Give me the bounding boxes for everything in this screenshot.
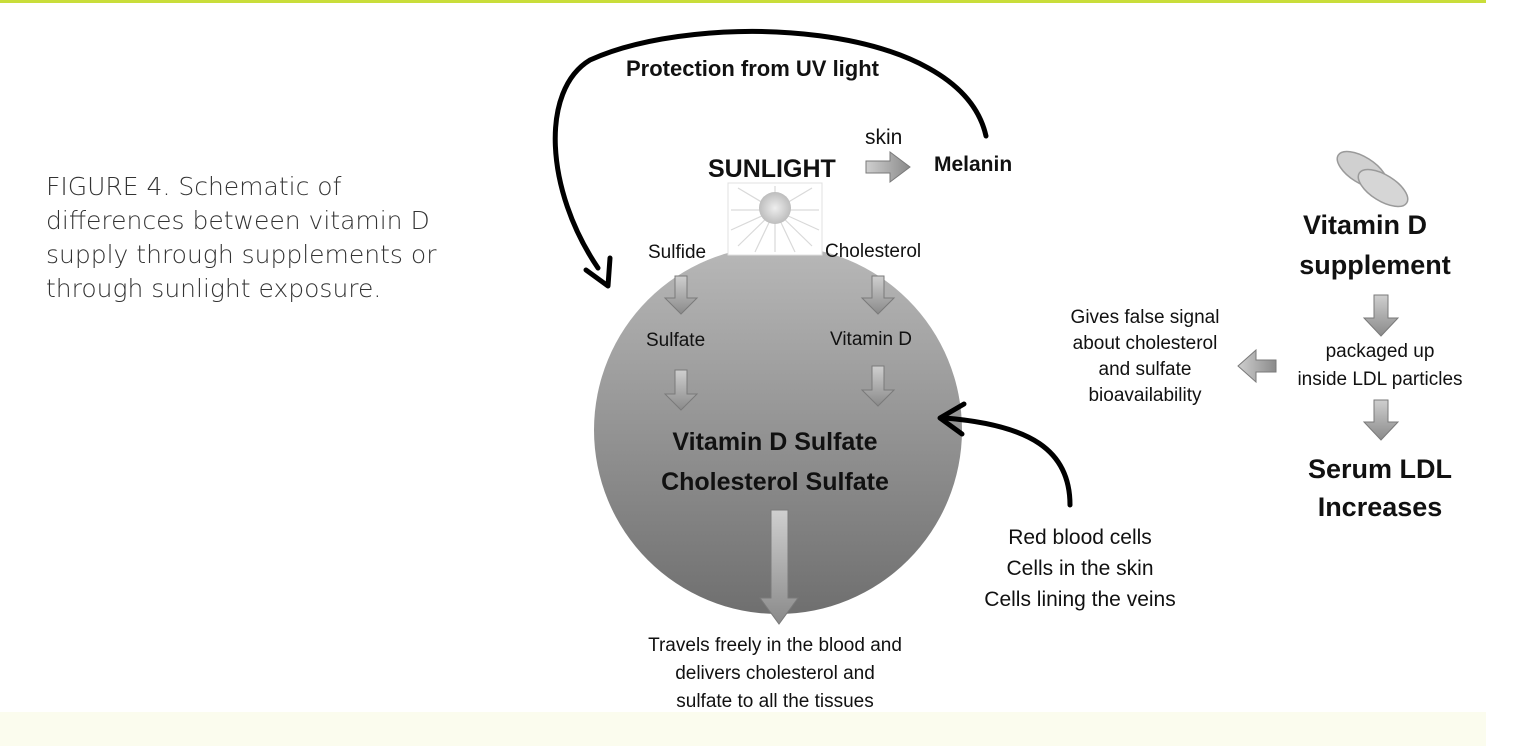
cell-circle [594, 246, 962, 614]
travels-line: Travels freely in the blood and [648, 635, 902, 656]
sulfate-to-product-arrow [663, 369, 699, 411]
packaged-to-ldl-arrow [1362, 399, 1400, 441]
false-signal-line: bioavailability [1088, 385, 1202, 406]
serum-ldl-label: Serum LDL [1307, 454, 1453, 484]
cholesterol-sulfate-label: Cholesterol Sulfate [661, 468, 889, 496]
false-signal-line: and sulfate [1098, 359, 1192, 380]
packaged-ldl-text: packaged up inside LDL particles [1280, 338, 1480, 394]
uv-protection-label: Protection from UV light [626, 56, 879, 81]
caption-line: supply through supplements or [46, 240, 437, 269]
bottom-band [0, 712, 1486, 746]
false-signal-arrow [1237, 348, 1277, 384]
false-signal-text: Gives false signal about cholesterol and… [1050, 305, 1240, 409]
pills-icon [1336, 150, 1409, 208]
cholesterol-to-vitamin-d-arrow [860, 275, 896, 315]
false-signal-line: about cholesterol [1072, 333, 1218, 354]
cell-types-list: Red blood cells Cells in the skin Cells … [960, 522, 1200, 615]
melanin-label: Melanin [934, 153, 1013, 176]
top-accent-rule [0, 0, 1486, 3]
cell-type-item: Cells in the skin [1006, 557, 1154, 580]
cells-arrow [937, 401, 1073, 508]
caption-line: through sunlight exposure. [46, 274, 382, 303]
false-signal-line: Gives false signal [1070, 307, 1220, 328]
figure-caption: FIGURE 4. Schematic of differences betwe… [46, 170, 476, 306]
uv-protection-arrow [552, 29, 989, 289]
sunlight-label: SUNLIGHT [708, 155, 836, 183]
supplement-title-line1: Vitamin D [1302, 210, 1428, 240]
cholesterol-label: Cholesterol [825, 241, 922, 262]
sulfide-label: Sulfide [648, 242, 707, 263]
supplement-title-line2: supplement [1299, 250, 1451, 280]
travels-line: sulfate to all the tissues [676, 691, 874, 712]
vitamin-d-label: Vitamin D [830, 329, 913, 350]
increases-label: Increases [1317, 492, 1443, 522]
cell-type-item: Red blood cells [1008, 526, 1152, 549]
travels-arrow [759, 509, 799, 625]
caption-line: differences between vitamin D [46, 206, 430, 235]
vitamin-d-to-product-arrow [860, 365, 896, 407]
cell-type-item: Cells lining the veins [984, 588, 1176, 611]
travels-line: delivers cholesterol and [675, 663, 875, 684]
packaged-line: packaged up [1325, 341, 1435, 362]
supplement-to-packaged-arrow [1362, 294, 1400, 337]
sulfide-to-sulfate-arrow [663, 275, 699, 315]
skin-arrow [865, 151, 911, 183]
vitamin-d-sulfate-label: Vitamin D Sulfate [672, 428, 878, 456]
sulfate-label: Sulfate [646, 330, 706, 351]
skin-label: skin [865, 126, 903, 149]
travels-freely-text: Travels freely in the blood and delivers… [600, 632, 950, 716]
packaged-line: inside LDL particles [1297, 369, 1463, 390]
sun-icon [727, 182, 823, 256]
caption-line: FIGURE 4. Schematic of [46, 172, 342, 201]
